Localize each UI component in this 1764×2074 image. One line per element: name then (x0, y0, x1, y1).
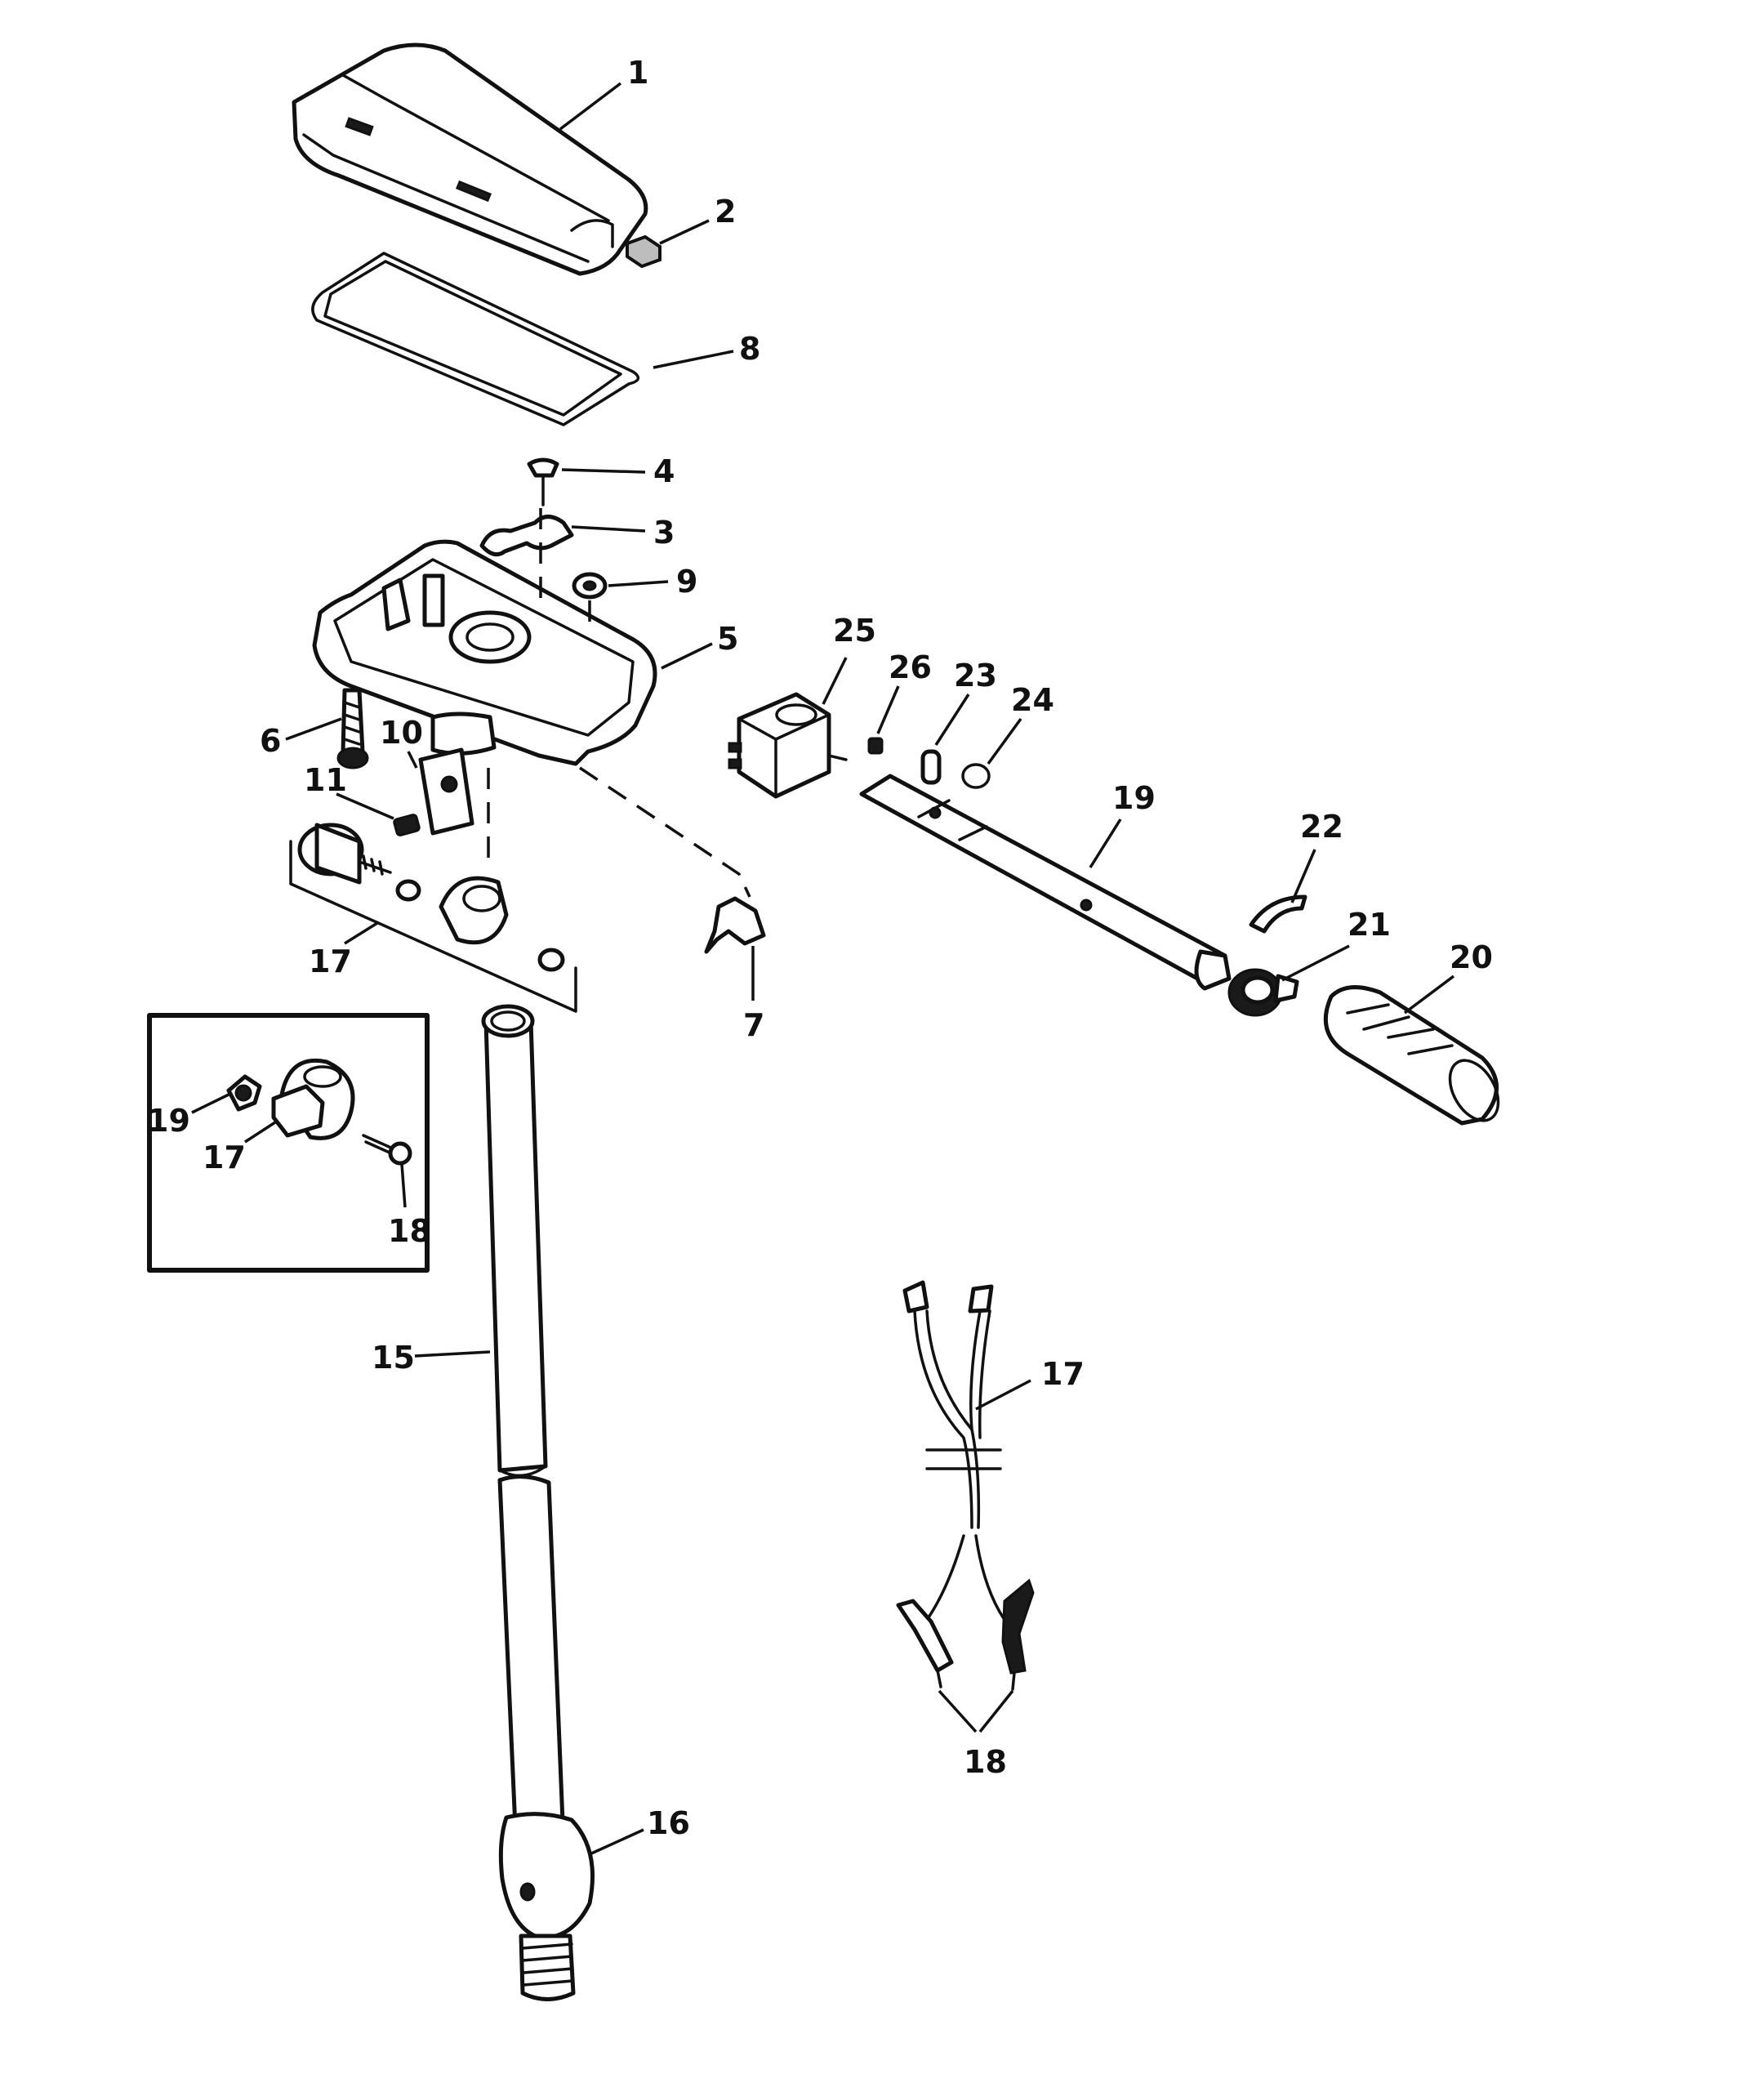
callout-11: 11 (304, 762, 347, 798)
callout-6: 6 (260, 723, 281, 759)
callout-labels: 1 2 8 4 3 9 5 25 26 23 24 6 10 11 19 22 … (147, 55, 1493, 1841)
callout-8: 8 (739, 331, 760, 367)
part-26-small-piece (867, 737, 884, 755)
part-17-upper-clamp-set (289, 823, 577, 1013)
inset-box (147, 1013, 430, 1273)
part-19-shaft (859, 774, 1232, 991)
part-23-sleeve (920, 749, 942, 785)
callout-19-inset: 19 (147, 1103, 190, 1139)
part-3-clamp (479, 515, 574, 557)
callout-18-inset: 18 (388, 1213, 431, 1249)
part-2-small-block (626, 234, 662, 269)
part-20-grip (1323, 985, 1500, 1126)
part-8-gasket (311, 252, 640, 426)
callout-16: 16 (647, 1805, 690, 1841)
part-18-alligator-clips (896, 1578, 1035, 1691)
callout-9: 9 (676, 564, 697, 600)
callout-7: 7 (743, 1007, 764, 1043)
alignment-lines (487, 508, 751, 898)
part-7-clip (704, 896, 766, 954)
callout-4: 4 (653, 453, 675, 489)
part-10-bushing (418, 747, 474, 836)
callout-10: 10 (380, 715, 423, 751)
part-4-screw (527, 457, 559, 506)
leader-lines (191, 82, 1455, 1856)
part-24-o-ring (961, 763, 991, 789)
callout-17-upper: 17 (309, 943, 352, 979)
part-11-set-screw (393, 814, 421, 836)
callout-15: 15 (372, 1340, 415, 1376)
part-5-housing (312, 539, 657, 766)
callout-19-shaft: 19 (1112, 780, 1156, 816)
callout-5: 5 (717, 621, 738, 657)
callout-23: 23 (954, 658, 997, 694)
part-6-long-screw (336, 688, 369, 769)
part-17-battery-cable (902, 1280, 1010, 1627)
part-16-bulb-end (498, 1812, 595, 2001)
callout-21: 21 (1348, 907, 1391, 943)
part-15-tube (481, 1004, 566, 1849)
callout-18-clips: 18 (964, 1744, 1007, 1780)
part-25-switch (728, 692, 848, 799)
callout-3: 3 (653, 515, 675, 551)
callout-20: 20 (1450, 939, 1493, 975)
callout-2: 2 (715, 194, 736, 230)
part-9-nut (572, 572, 608, 600)
part-1-top-cover (292, 42, 648, 276)
part-22-curved-piece (1249, 894, 1307, 934)
callout-25: 25 (833, 613, 876, 649)
callout-1: 1 (627, 55, 648, 91)
callout-17-inset: 17 (203, 1140, 246, 1175)
part-21-rotor (1227, 968, 1299, 1017)
callout-17-cable: 17 (1041, 1356, 1085, 1392)
callout-26: 26 (889, 649, 932, 685)
callout-22: 22 (1300, 809, 1343, 845)
callout-24: 24 (1011, 682, 1054, 718)
